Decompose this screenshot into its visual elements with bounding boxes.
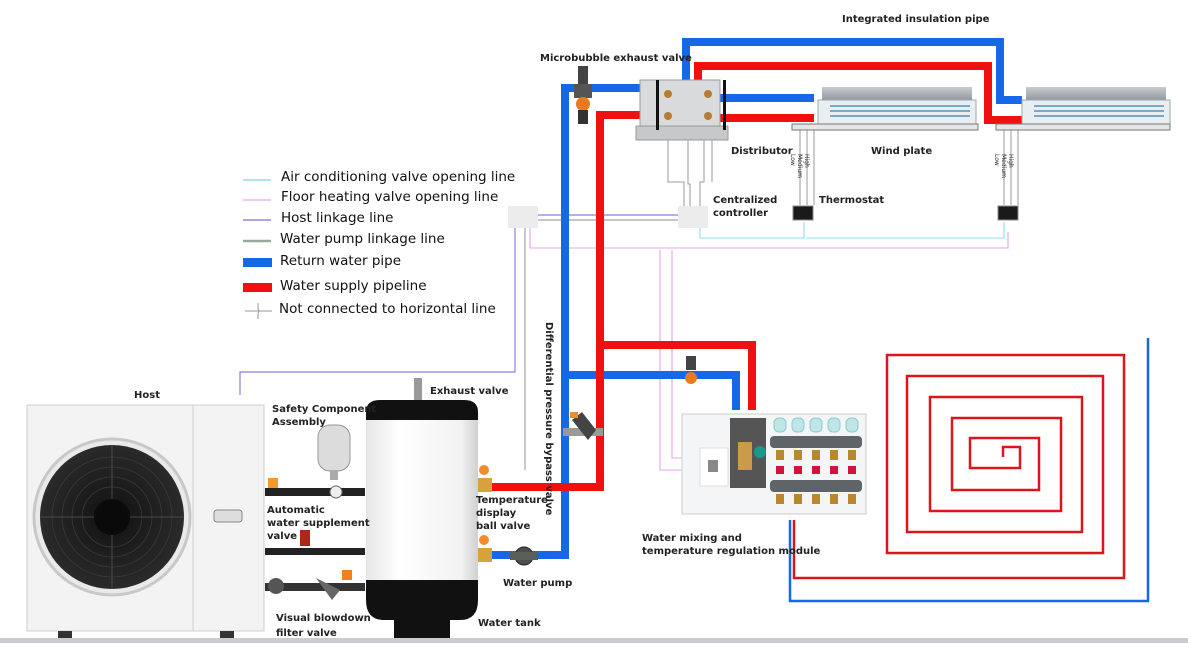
label-controller-2: controller xyxy=(713,208,769,219)
label-auto-supplement-2: water supplement xyxy=(267,518,370,529)
host-side-controller xyxy=(508,206,538,228)
floor-heating-coil xyxy=(792,353,1126,580)
floor-heating-line-1 xyxy=(529,225,1009,249)
label-auto-supplement-1: Automatic xyxy=(267,505,325,516)
label-wind-plate: Wind plate xyxy=(871,146,933,157)
floor-return-line xyxy=(788,338,1150,603)
fan-speed-wires-2 xyxy=(1003,130,1019,205)
centralized-controller xyxy=(678,206,708,228)
legend-swatch-crossing xyxy=(245,303,272,319)
thermostat-1 xyxy=(792,205,814,221)
label-temp-valve-2: display xyxy=(476,508,517,519)
control-wiring xyxy=(239,130,1019,471)
legend-label-floor: Floor heating valve opening line xyxy=(281,189,499,205)
label-distributor: Distributor xyxy=(731,146,793,157)
fan-speed-wires-1 xyxy=(799,130,815,205)
bottom-scroll-strip xyxy=(0,638,1188,643)
distributor xyxy=(635,79,729,141)
water-pump xyxy=(510,546,538,566)
legend-label-supply: Water supply pipeline xyxy=(280,278,427,294)
fan-speed-high-2: High xyxy=(1007,154,1014,168)
legend-swatch-supply xyxy=(243,283,272,292)
label-temp-valve-3: ball valve xyxy=(476,521,531,532)
legend-label-host: Host linkage line xyxy=(281,210,394,226)
label-mixing-module-1: Water mixing and xyxy=(642,533,742,544)
fan-coil-unit-2 xyxy=(995,87,1171,131)
ac-valve-line-1 xyxy=(699,222,805,239)
label-controller-1: Centralized xyxy=(713,195,778,206)
label-water-pump: Water pump xyxy=(503,578,573,589)
distributor-wires xyxy=(667,140,713,208)
label-auto-supplement-3: valve xyxy=(267,531,297,542)
fan-speed-high-1: High xyxy=(803,154,810,168)
host-linkage-line xyxy=(239,214,690,395)
legend-label-return: Return water pipe xyxy=(280,253,402,269)
bypass-valve xyxy=(563,412,603,440)
label-temp-valve-1: Temperature xyxy=(476,495,548,506)
water-mixing-module xyxy=(681,356,867,515)
label-bypass-valve: Differential pressure bypass valve xyxy=(543,322,554,516)
legend-label-crossing: Not connected to horizontal line xyxy=(279,301,496,317)
label-host: Host xyxy=(134,390,160,401)
thermostat-2 xyxy=(997,205,1019,221)
legend-label-pump: Water pump linkage line xyxy=(280,231,445,247)
label-microbubble: Microbubble exhaust valve xyxy=(540,53,692,64)
label-safety-line1: Safety Component xyxy=(272,404,377,415)
legend-label-ac: Air conditioning valve opening line xyxy=(281,169,516,185)
label-water-tank: Water tank xyxy=(478,618,541,629)
ac-valve-line-2 xyxy=(806,222,1005,239)
label-insulation-pipe: Integrated insulation pipe xyxy=(842,14,990,25)
label-safety-line2: Assembly xyxy=(272,417,326,428)
safety-component-assembly xyxy=(265,424,365,600)
label-mixing-module-2: temperature regulation module xyxy=(642,546,821,557)
label-thermostat: Thermostat xyxy=(819,195,885,206)
microbubble-exhaust-valve xyxy=(574,66,592,124)
label-blowdown-2: filter valve xyxy=(276,628,337,639)
label-blowdown-1: Visual blowdown xyxy=(276,613,371,624)
host-unit xyxy=(26,404,265,641)
legend-swatches xyxy=(243,179,272,319)
water-tank xyxy=(366,378,492,638)
label-exhaust-valve: Exhaust valve xyxy=(430,386,509,397)
fan-coil-unit-1 xyxy=(791,87,979,131)
legend-swatch-return xyxy=(243,258,272,267)
